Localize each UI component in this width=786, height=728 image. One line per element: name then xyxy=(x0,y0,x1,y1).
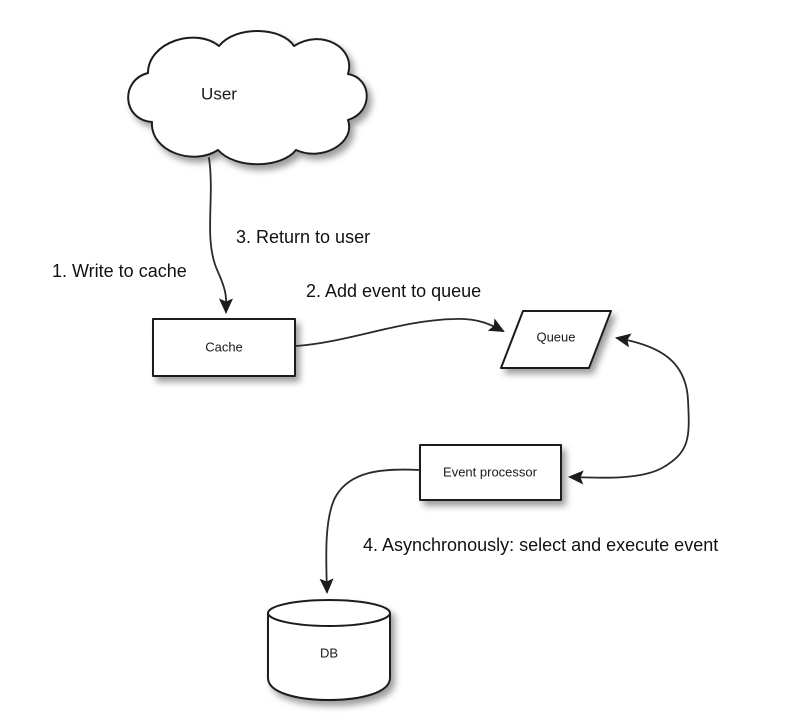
node-event-processor-label: Event processor xyxy=(443,464,538,479)
edge-label-step-4: 4. Asynchronously: select and execute ev… xyxy=(363,535,718,555)
node-db-label: DB xyxy=(320,645,338,660)
node-user[interactable]: User xyxy=(127,30,368,166)
edge-user-cache[interactable] xyxy=(208,157,234,315)
node-cache[interactable]: Cache xyxy=(152,318,296,377)
node-event-processor[interactable]: Event processor xyxy=(419,444,562,501)
node-queue[interactable]: Queue xyxy=(500,310,612,369)
edge-label-step-3: 3. Return to user xyxy=(236,227,370,247)
node-cache-label: Cache xyxy=(205,339,243,354)
edge-queue-event-processor[interactable] xyxy=(567,333,690,485)
node-db[interactable]: DB xyxy=(267,599,391,701)
edge-cache-queue[interactable] xyxy=(295,318,505,347)
edge-label-step-1: 1. Write to cache xyxy=(52,261,187,281)
node-queue-label: Queue xyxy=(536,329,575,344)
edge-event-processor-db[interactable] xyxy=(319,468,420,595)
edge-label-step-2: 2. Add event to queue xyxy=(306,281,481,301)
node-user-label: User xyxy=(201,84,237,103)
